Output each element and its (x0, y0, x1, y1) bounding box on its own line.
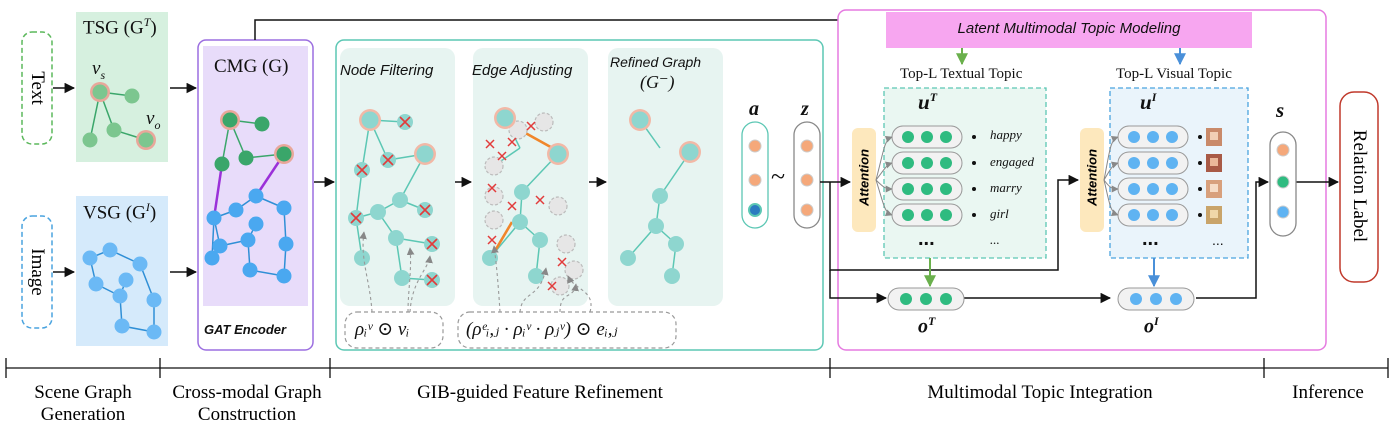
formula-edge-box (457, 311, 677, 349)
visual-topic-ellipsis: ... (1142, 228, 1159, 250)
topic-word-2: engaged (990, 154, 1035, 169)
vector-z-cell-1 (800, 139, 814, 153)
text-input-box (21, 31, 53, 145)
text-input-label: Text (27, 71, 48, 105)
relation-label-text: Relation Label (1349, 129, 1370, 243)
arrow-cmg-to-topic (254, 14, 886, 40)
s-vector-cell-3 (1276, 205, 1290, 219)
vector-a-cell-2 (748, 173, 762, 187)
visual-attention-arrows (1103, 135, 1119, 217)
refined-graph-symbol: (G⁻) (640, 72, 675, 92)
formula-node: ρᵢᵛ ⊙ vᵢ (355, 319, 410, 340)
o-t-label: oT (918, 314, 936, 338)
u-i-label: uI (1140, 90, 1157, 114)
textual-topic-rows (891, 125, 976, 227)
s-vector-cell-1 (1276, 143, 1290, 157)
s-label: s (1276, 98, 1285, 122)
latent-topic-label: Latent Multimodal Topic Modeling (957, 20, 1181, 37)
topic-word-1: happy (990, 127, 1022, 142)
tsg-title: TSG (GT) (83, 15, 157, 39)
vo-label: vo (146, 108, 161, 132)
node-filtering-title: Node Filtering (340, 62, 434, 79)
vsg-title: VSG (GI) (83, 200, 157, 224)
image-input-label: Image (27, 248, 48, 296)
refined-graph-title: Refined Graph (610, 54, 702, 70)
tsg-graph (82, 82, 156, 150)
arrow-oi-to-s (1196, 176, 1270, 299)
topic-word-4: girl (990, 206, 1009, 221)
stage-cross-modal: Cross-modal Graph Construction (172, 382, 322, 425)
vector-a-cell-1 (748, 139, 762, 153)
vector-a-label: a (749, 98, 759, 120)
arrow-z-to-ot (829, 270, 888, 304)
topic-word-3: marry (990, 180, 1022, 195)
stage-topic: Multimodal Topic Integration (927, 382, 1153, 403)
tilde-symbol: ~ (771, 162, 786, 191)
attention-label-visual: Attention (1084, 148, 1100, 207)
s-vector-cell-2 (1276, 175, 1290, 189)
textual-topic-ellipsis: ... (918, 228, 935, 250)
topic-word-5: ... (990, 232, 1000, 247)
cmg-graph (204, 110, 294, 284)
arrow-z-to-visual-attention (829, 174, 1080, 271)
stage-scene-graph: Scene Graph Generation (34, 382, 132, 425)
refined-graph (620, 109, 701, 284)
stage-inference: Inference (1292, 382, 1364, 403)
edge-adjusting-title: Edge Adjusting (472, 62, 573, 79)
attention-block-textual (852, 128, 876, 232)
textual-topic-title: Top-L Textual Topic (900, 66, 1023, 82)
node-filtering-crosses (350, 116, 438, 286)
vector-z-cell-3 (800, 203, 814, 217)
attention-label-textual: Attention (856, 148, 872, 207)
visual-topic-title: Top-L Visual Topic (1116, 66, 1232, 82)
formula-dashed-arrows (359, 231, 592, 313)
formula-edge: (ρᵉᵢ,ⱼ · ρᵢᵛ · ρⱼᵛ) ⊙ eᵢ,ⱼ (466, 319, 618, 340)
attention-block-visual (1080, 128, 1104, 232)
u-t-label: uT (918, 90, 938, 114)
formula-node-box (344, 311, 444, 349)
edge-adjusting-graph (482, 107, 584, 296)
relation-label-box (1339, 91, 1379, 283)
cmg-title: CMG (G) (214, 56, 289, 77)
latent-topic-bar (886, 12, 1252, 48)
gat-encoder-label: GAT Encoder (204, 322, 287, 337)
visual-topic-thumbnails (1206, 128, 1222, 224)
o-i-label: oI (1144, 314, 1159, 338)
stage-gib: GIB-guided Feature Refinement (417, 382, 663, 403)
vs-label: vs (92, 58, 106, 82)
stage-axis (5, 358, 1389, 378)
textual-attention-arrows (875, 135, 893, 217)
vector-a-cell-3 (748, 203, 762, 217)
node-filtering-panel (340, 48, 455, 306)
vsg-graph (82, 242, 162, 340)
image-input-box (21, 215, 53, 329)
vector-z-label: z (801, 98, 809, 120)
visual-topic-dots: ... (1212, 232, 1224, 248)
vector-z-cell-2 (800, 173, 814, 187)
